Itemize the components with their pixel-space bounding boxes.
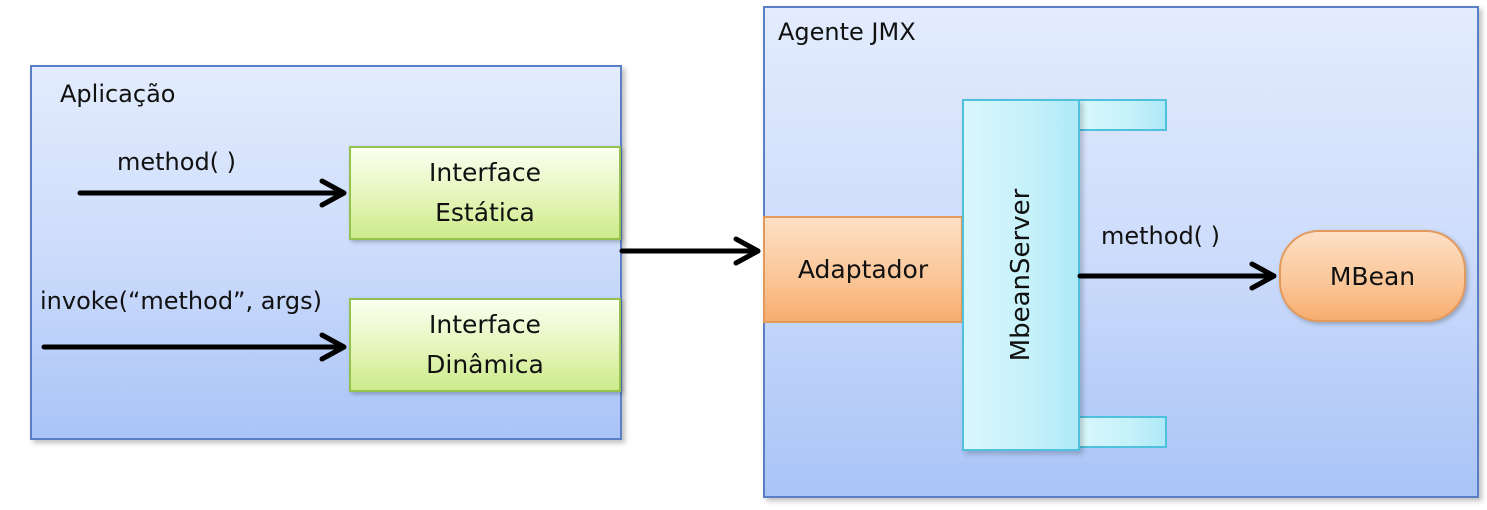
mbean-label: MBean (1329, 261, 1416, 291)
arrowhead-to-adaptador (733, 236, 761, 266)
mbeanserver-box (962, 99, 1080, 451)
interface-estatica-line2: Estática (435, 198, 535, 227)
adaptador-box: Adaptador (763, 216, 963, 323)
call-dynamic-label: invoke(“method”, args) (40, 287, 322, 315)
mbeanserver-bottom-tab (1078, 416, 1167, 448)
interface-estatica-line1: Interface (429, 158, 541, 187)
arrowhead-to-mbean (1249, 261, 1277, 291)
interface-dinamica-box: Interface Dinâmica (349, 298, 621, 392)
interface-dinamica-line1: Interface (429, 310, 541, 339)
aplicacao-title: Aplicação (60, 80, 176, 108)
adaptador-label: Adaptador (797, 255, 929, 284)
call-static-label: method( ) (117, 148, 237, 176)
mbeanserver-top-tab (1078, 99, 1167, 131)
interface-dinamica-line2: Dinâmica (426, 350, 544, 379)
agente-jmx-title: Agente JMX (778, 18, 916, 46)
arrowhead-invoke-dynamic (319, 332, 347, 362)
arrowhead-method-static (319, 178, 347, 208)
mbean-box: MBean (1279, 230, 1466, 322)
call-mbean-label: method( ) (1101, 222, 1221, 250)
interface-estatica-box: Interface Estática (349, 146, 621, 240)
